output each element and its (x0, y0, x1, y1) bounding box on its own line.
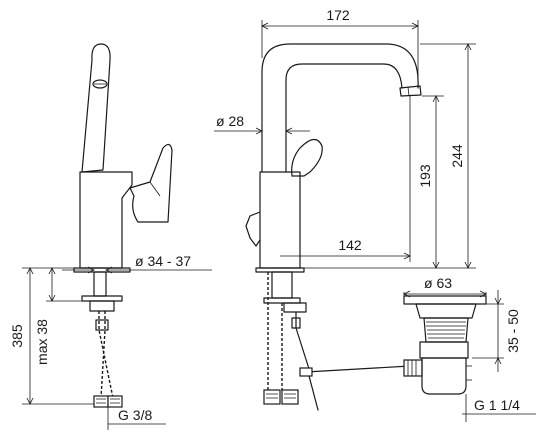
front-spout-outlet (399, 85, 422, 97)
side-spout-outlet (92, 79, 108, 89)
side-connector-right (107, 395, 123, 408)
side-lever (129, 143, 173, 223)
drain-assembly (403, 295, 487, 395)
front-spout-outer (261, 43, 419, 173)
label-g-3-8: G 3/8 (118, 407, 152, 423)
side-spout (81, 43, 111, 173)
drain-lever-housing (403, 359, 423, 377)
side-hose-right (100, 311, 106, 399)
linkage-rod (305, 365, 411, 373)
front-lever-tip (245, 211, 261, 247)
label-244: 244 (449, 144, 465, 168)
front-dimensions (214, 20, 536, 422)
label-max-38: max 38 (34, 319, 50, 365)
dimension-labels: 172 ø 28 142 193 244 ø 34 - 37 385 max 3… (9, 7, 521, 423)
label-172: 172 (326, 7, 350, 23)
side-shank (93, 271, 107, 297)
front-handle (291, 138, 323, 177)
label-g-1-1-4: G 1 1/4 (474, 397, 520, 413)
label-142: 142 (338, 237, 362, 253)
drain-tailpiece (421, 357, 467, 395)
front-washer (263, 297, 301, 304)
drain-lower (419, 341, 469, 359)
label-193: 193 (417, 164, 433, 188)
label-385: 385 (9, 324, 25, 348)
side-washer (81, 295, 123, 302)
drain-flange (403, 295, 487, 305)
side-hose-left (98, 311, 114, 399)
side-view (73, 43, 173, 408)
side-dimensions (22, 266, 212, 430)
front-body (259, 171, 301, 269)
front-view (245, 43, 422, 411)
label-diameter-28: ø 28 (216, 113, 244, 129)
front-shank (271, 271, 293, 299)
front-connector-left (263, 389, 281, 405)
label-35-50: 35 - 50 (505, 309, 521, 353)
label-diameter-63: ø 63 (424, 275, 452, 291)
side-connector-left (93, 395, 109, 408)
front-nut (283, 302, 307, 313)
drain-body-top (415, 303, 477, 319)
front-spout-inner (285, 63, 403, 173)
label-diameter-34-37: ø 34 - 37 (135, 253, 191, 269)
side-nut (89, 300, 115, 312)
side-body (79, 171, 133, 269)
front-connector-right (281, 389, 299, 405)
